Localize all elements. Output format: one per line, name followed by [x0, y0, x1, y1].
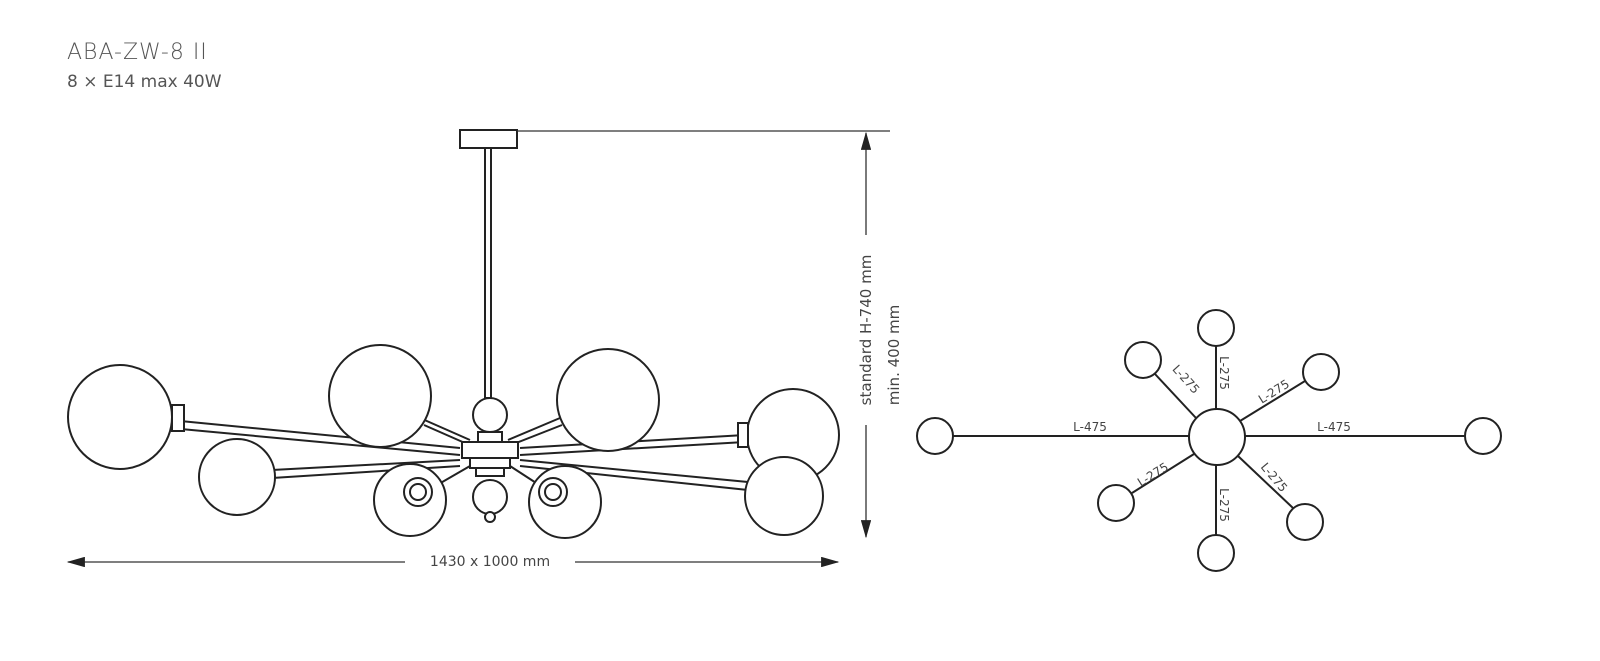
top-view: L-475 L-475 L-275 L-275 L-275 L-275 L-27… — [916, 309, 1502, 572]
globe — [198, 438, 276, 516]
drawing-stroke — [271, 465, 461, 479]
top-arms — [953, 346, 1465, 535]
center-ball-top — [472, 397, 508, 433]
drawing-stroke — [519, 459, 749, 483]
globe — [328, 344, 432, 448]
drawing-stroke — [519, 441, 746, 456]
arm-label-right: L-475 — [1317, 420, 1351, 434]
top-globe — [1124, 341, 1162, 379]
arm-label-top-left: L-275 — [1169, 362, 1202, 396]
globe — [67, 364, 173, 470]
top-globe — [1097, 484, 1135, 522]
side-view: 1430 x 1000 mm standard H-740 mm min. 40… — [66, 129, 903, 570]
top-globe — [1302, 353, 1340, 391]
drawing-stroke — [475, 467, 505, 477]
drawing-stroke — [484, 511, 496, 523]
arm-label-bottom-left: L-275 — [1135, 460, 1171, 490]
drawing-stroke — [169, 419, 461, 449]
arm-label-top-right: L-275 — [1256, 377, 1292, 407]
drawing-stroke — [1239, 380, 1306, 422]
drawing-stroke — [544, 483, 562, 501]
height-label: standard H-740 mm — [857, 255, 875, 406]
drawing-stroke — [1237, 455, 1294, 509]
bulb-spec: 8 × E14 max 40W — [67, 72, 222, 92]
top-hub — [1188, 408, 1246, 466]
model-title: ABA-ZW-8 II — [67, 40, 208, 65]
drawing-stroke — [507, 417, 561, 441]
drawing-stroke — [409, 483, 427, 501]
arms — [169, 417, 749, 493]
hub — [461, 441, 519, 459]
width-label: 1430 x 1000 mm — [430, 554, 550, 570]
globe — [528, 465, 602, 539]
suspension-rod — [484, 147, 492, 399]
drawing-stroke — [271, 459, 461, 471]
arm-label-left: L-475 — [1073, 420, 1107, 434]
top-globe — [1197, 309, 1235, 347]
center-ball-bottom — [472, 479, 508, 515]
top-globe — [916, 417, 954, 455]
socket — [737, 422, 749, 448]
min-height-label: min. 400 mm — [885, 305, 903, 405]
top-globe — [1464, 417, 1502, 455]
arm-label-bottom: L-275 — [1217, 488, 1231, 522]
drawing-stroke — [419, 417, 471, 441]
arm-label-top: L-275 — [1217, 356, 1231, 390]
globe — [744, 456, 824, 536]
top-globe — [1286, 503, 1324, 541]
top-globe — [1197, 534, 1235, 572]
drawing-stroke — [169, 427, 461, 456]
hub-collar — [477, 431, 503, 443]
ceiling-canopy — [459, 129, 518, 149]
drawing-stroke — [469, 457, 511, 469]
globes — [67, 344, 840, 539]
socket — [171, 404, 185, 432]
drawing-stroke — [1154, 373, 1197, 419]
globe — [556, 348, 660, 452]
drawing-stroke — [1131, 453, 1195, 494]
